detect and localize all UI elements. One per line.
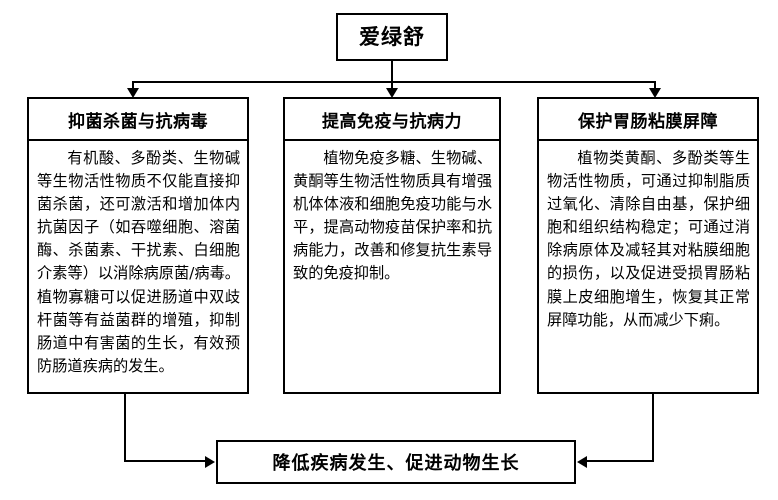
connector-pillar-0-down xyxy=(124,394,126,462)
arrow-down-pillar-0 xyxy=(127,88,139,98)
title-box: 爱绿舒 xyxy=(336,13,448,61)
pillar-header-2: 保护胃肠粘膜屏障 xyxy=(539,99,757,141)
connector-pillar-2-down xyxy=(652,394,654,462)
pillar-header-1: 提高免疫与抗病力 xyxy=(285,99,499,141)
connector-drop-pillar-2 xyxy=(654,81,656,89)
title-label: 爱绿舒 xyxy=(359,24,425,49)
connector-title-stem xyxy=(391,61,393,81)
summary-box: 降低疾病发生、促进动物生长 xyxy=(216,440,576,484)
pillar-box-mucosal-barrier: 保护胃肠粘膜屏障 植物类黄酮、多酚类等生物活性物质，可通过抑制脂质过氧化、清除自… xyxy=(537,97,759,394)
pillar-body-2: 植物类黄酮、多酚类等生物活性物质，可通过抑制脂质过氧化、清除自由基，保护细胞和组… xyxy=(547,149,750,329)
arrow-right-summary xyxy=(205,456,215,468)
arrow-left-summary xyxy=(577,456,587,468)
pillar-box-antibacterial: 抑菌杀菌与抗病毒 有机酸、多酚类、生物碱等生物活性物质不仅能直接抑菌杀菌，还可激… xyxy=(27,97,249,394)
arrow-down-pillar-2 xyxy=(649,88,661,98)
connector-pillar-2-left xyxy=(586,460,654,462)
connector-drop-pillar-1 xyxy=(391,81,393,89)
pillar-body-0: 有机酸、多酚类、生物碱等生物活性物质不仅能直接抑菌杀菌，还可激活和增加体内抗菌因… xyxy=(37,149,240,375)
connector-top-bus xyxy=(132,81,654,83)
arrow-down-pillar-1 xyxy=(386,88,398,98)
summary-label: 降低疾病发生、促进动物生长 xyxy=(272,453,520,474)
connector-pillar-0-right xyxy=(124,460,206,462)
pillar-body-1: 植物免疫多糖、生物碱、黄酮等生物活性物质具有增强机体体液和细胞免疫功能与水平，提… xyxy=(293,149,492,283)
pillar-box-immunity: 提高免疫与抗病力 植物免疫多糖、生物碱、黄酮等生物活性物质具有增强机体体液和细胞… xyxy=(283,97,501,394)
pillar-header-0: 抑菌杀菌与抗病毒 xyxy=(29,99,247,141)
connector-drop-pillar-0 xyxy=(132,81,134,89)
